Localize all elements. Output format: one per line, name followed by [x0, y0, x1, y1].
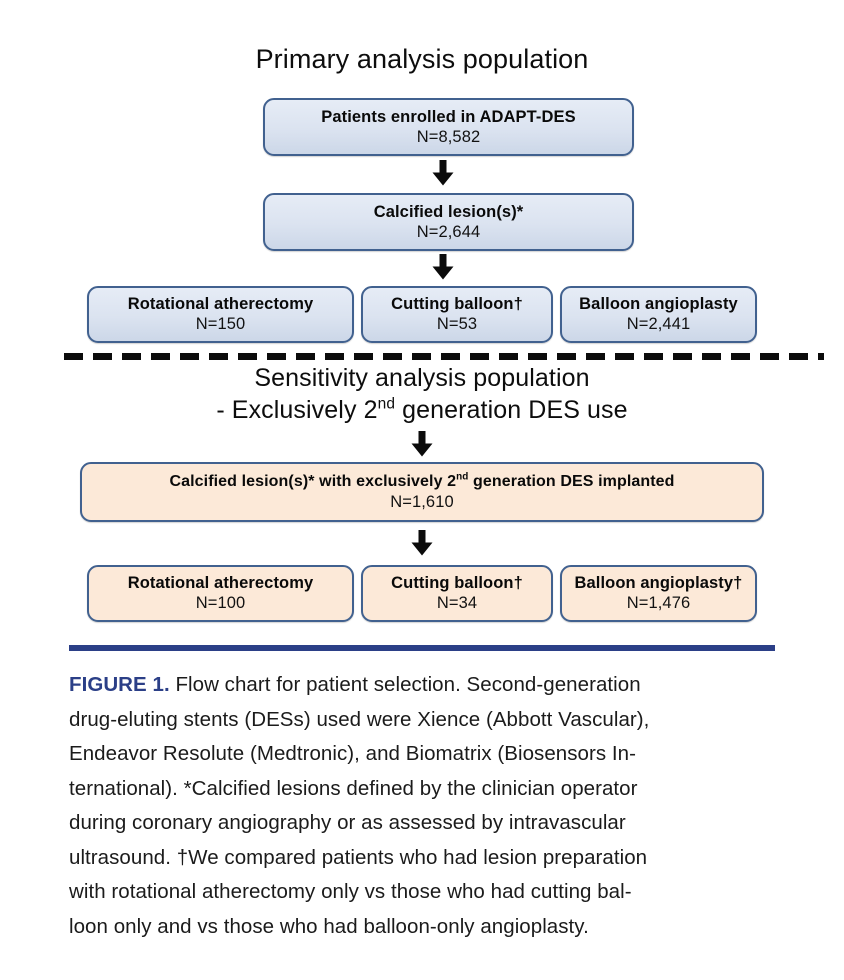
sensitivity-analysis-title: Sensitivity analysis population - Exclus…	[0, 362, 844, 426]
sensitivity-title-line-2-pre: - Exclusively 2	[216, 396, 378, 424]
box-rotational-atherectomy-primary: Rotational atherectomy N=150	[87, 286, 354, 343]
figure-label: FIGURE 1.	[69, 673, 170, 696]
box-calcified-lesions: Calcified lesion(s)* N=2,644	[263, 193, 634, 251]
box-count: N=1,610	[390, 492, 454, 511]
box-label-post: generation DES implanted	[468, 472, 675, 490]
box-count: N=53	[436, 315, 478, 333]
box-label-pre: Calcified lesion(s)* with exclusively 2	[169, 472, 457, 490]
box-rotational-atherectomy-sensitivity: Rotational atherectomy N=100	[87, 565, 354, 622]
caption-line: FIGURE 1. Flow chart for patient selecti…	[69, 668, 779, 703]
box-count: N=8,582	[416, 127, 481, 146]
caption-line-text: Flow chart for patient selection. Second…	[169, 673, 641, 696]
box-label: Calcified lesion(s)*	[373, 202, 524, 221]
down-arrow-icon	[432, 160, 454, 186]
box-cutting-balloon-sensitivity: Cutting balloon† N=34	[361, 565, 553, 622]
down-arrow-icon	[411, 530, 433, 556]
section-divider-dashed	[64, 353, 824, 360]
box-label: Balloon angioplasty†	[574, 574, 743, 592]
caption-line: Endeavor Resolute (Medtronic), and Bioma…	[69, 742, 636, 765]
sensitivity-title-line-2-post: generation DES use	[395, 396, 628, 424]
box-label: Patients enrolled in ADAPT-DES	[321, 107, 576, 126]
box-balloon-angioplasty-sensitivity: Balloon angioplasty† N=1,476	[560, 565, 757, 622]
box-count: N=1,476	[626, 594, 691, 612]
caption-line: during coronary angiography or as assess…	[69, 811, 626, 834]
box-count: N=100	[195, 594, 246, 612]
box-label: Rotational atherectomy	[127, 295, 314, 313]
box-label: Calcified lesion(s)* with exclusively 2n…	[169, 472, 674, 492]
caption-line: ultrasound. †We compared patients who ha…	[69, 845, 648, 869]
ordinal-superscript: nd	[456, 471, 469, 483]
primary-analysis-title: Primary analysis population	[255, 44, 589, 74]
box-count: N=150	[195, 315, 246, 333]
box-count: N=34	[436, 594, 478, 612]
down-arrow-icon	[432, 254, 454, 280]
caption-line: loon only and vs those who had balloon-o…	[69, 914, 589, 938]
figure-caption: FIGURE 1. Flow chart for patient selecti…	[69, 668, 779, 944]
box-balloon-angioplasty-primary: Balloon angioplasty N=2,441	[560, 286, 757, 343]
down-arrow-icon	[411, 431, 433, 457]
caption-line: with rotational atherectomy only vs thos…	[69, 880, 632, 903]
box-count: N=2,441	[626, 315, 691, 333]
caption-line: drug-eluting stents (DESs) used were Xie…	[69, 707, 650, 731]
box-label: Cutting balloon†	[391, 574, 523, 592]
caption-rule	[69, 645, 775, 651]
box-count: N=2,644	[416, 222, 481, 241]
box-label: Cutting balloon†	[391, 295, 523, 313]
box-label: Balloon angioplasty	[579, 295, 738, 313]
ordinal-superscript: nd	[377, 395, 396, 413]
flow-chart: Primary analysis population Patients enr…	[0, 44, 844, 622]
box-calcified-lesions-second-generation: Calcified lesion(s)* with exclusively 2n…	[80, 462, 764, 522]
caption-line: ternational). *Calcified lesions defined…	[69, 776, 638, 800]
sensitivity-title-line-1: Sensitivity analysis population	[254, 364, 590, 392]
sensitivity-title-line-2: - Exclusively 2nd generation DES use	[0, 394, 844, 426]
box-patients-enrolled: Patients enrolled in ADAPT-DES N=8,582	[263, 98, 634, 156]
box-label: Rotational atherectomy	[127, 574, 314, 592]
box-cutting-balloon-primary: Cutting balloon† N=53	[361, 286, 553, 343]
